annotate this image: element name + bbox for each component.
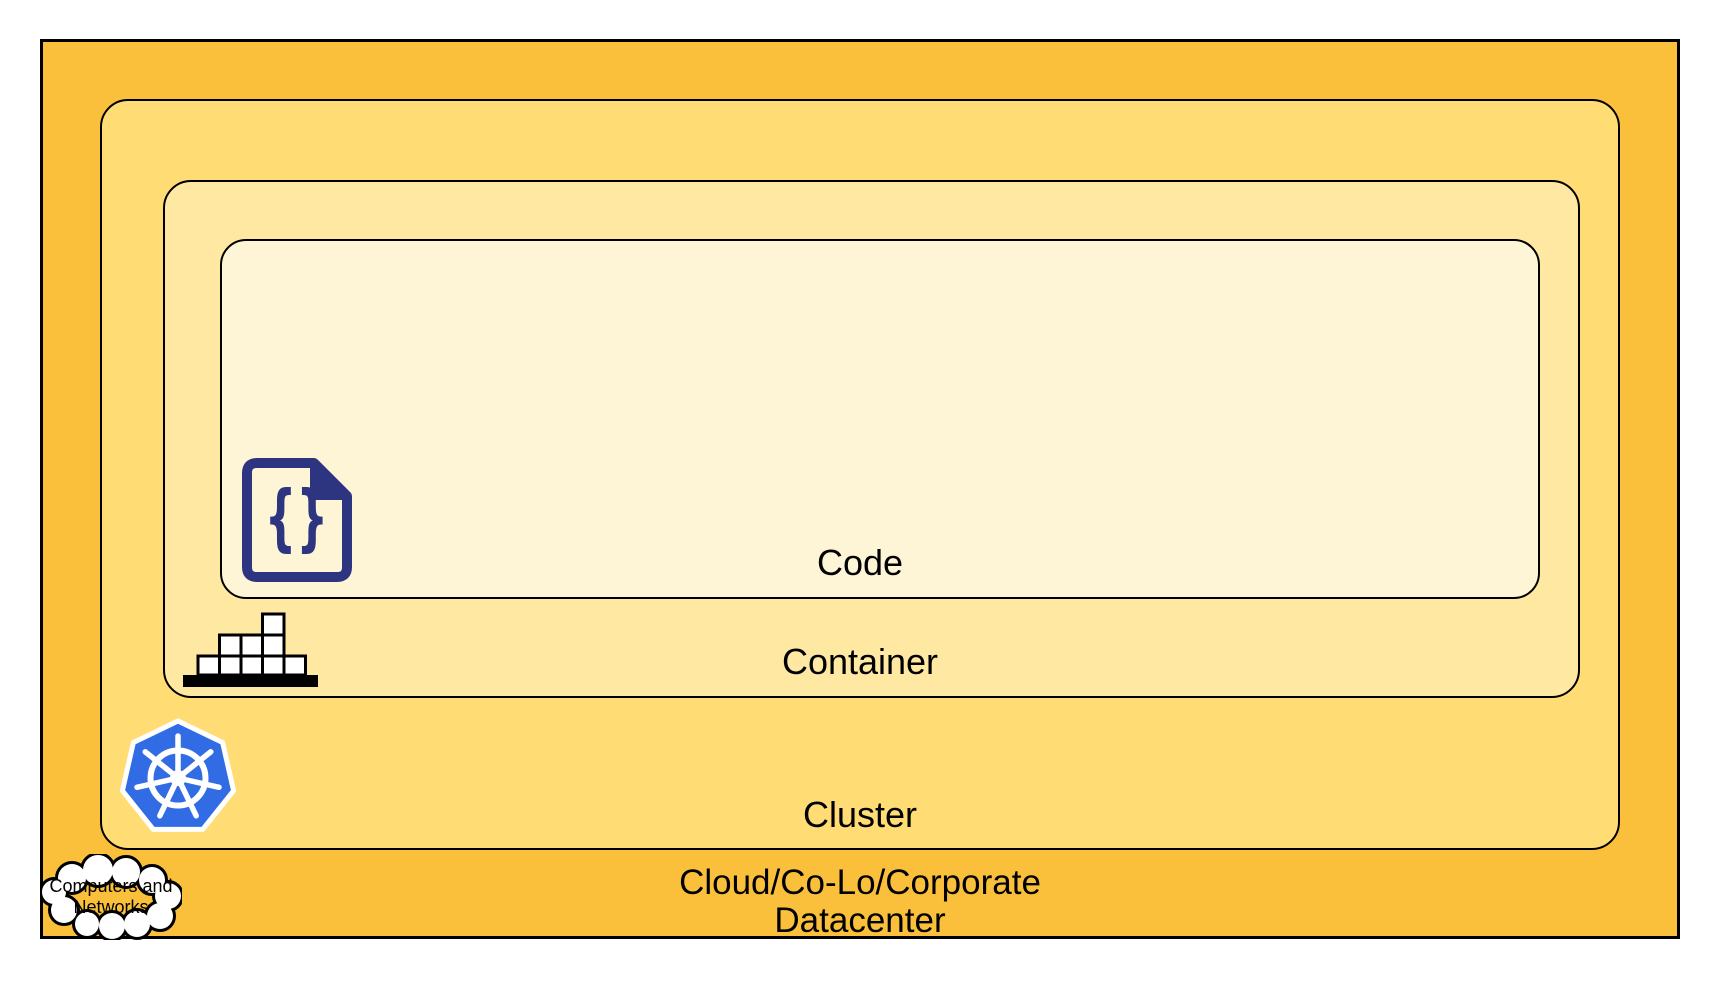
cloud-callout-label: Computers and Networks xyxy=(40,854,182,940)
code-file-icon: {} xyxy=(242,458,352,582)
label-container: Container xyxy=(781,641,939,682)
container-blocks-icon xyxy=(183,612,318,687)
label-datacenter: Cloud/Co-Lo/Corporate Datacenter xyxy=(0,864,1720,940)
cloud-shape xyxy=(40,854,182,940)
kubernetes-helm-ring xyxy=(147,747,209,809)
layer-code-box xyxy=(220,239,1540,599)
label-code: Code xyxy=(816,542,904,583)
cloud-callout-line2: Networks xyxy=(73,897,149,917)
container-blocks xyxy=(196,612,307,677)
code-file-fold xyxy=(310,459,351,500)
label-datacenter-line2: Datacenter xyxy=(774,901,946,940)
container-base-bar xyxy=(183,675,318,687)
cloud-callout-line1: Computers and xyxy=(49,876,173,896)
kubernetes-helm-hub xyxy=(170,770,186,786)
label-cluster: Cluster xyxy=(802,794,918,835)
label-datacenter-line1: Cloud/Co-Lo/Corporate xyxy=(679,863,1041,902)
cloud-fill xyxy=(42,855,181,939)
code-braces-glyph: {} xyxy=(265,476,329,560)
kubernetes-icon xyxy=(119,718,237,832)
